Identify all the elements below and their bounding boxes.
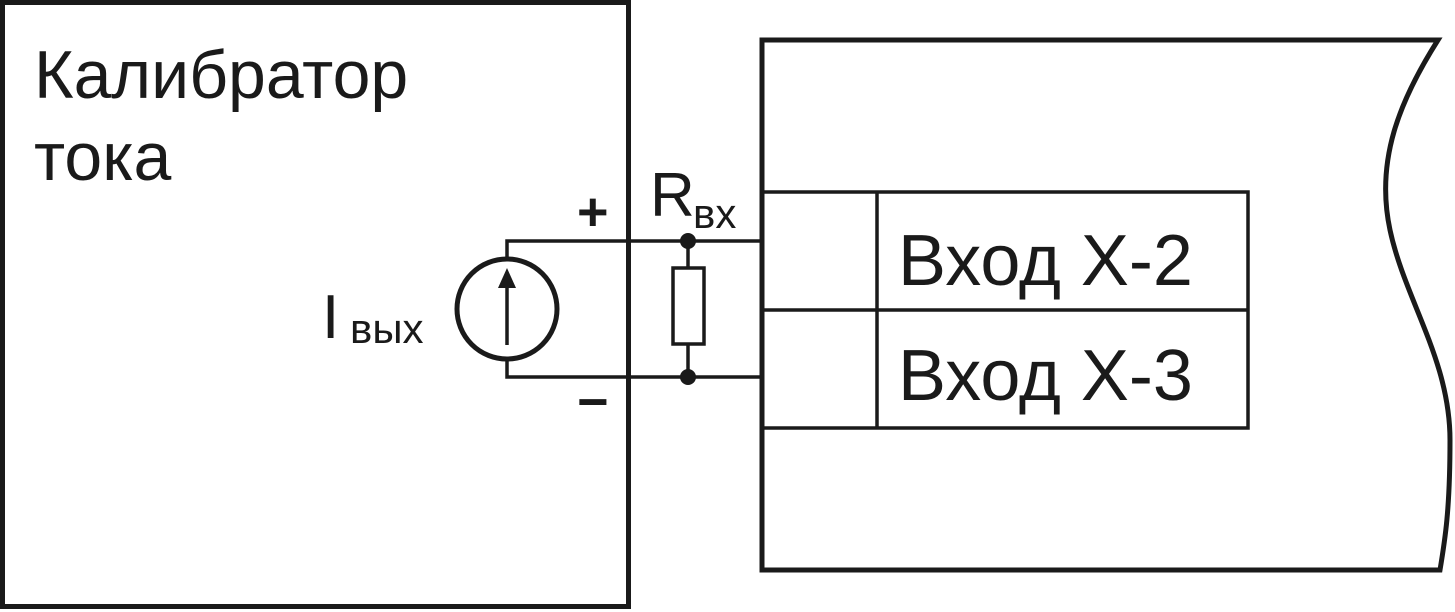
input-label-x3: Вход Х-3: [898, 336, 1193, 416]
wire-negative: [505, 359, 762, 379]
calibrator-box: [0, 0, 631, 609]
resistor-icon: [671, 241, 706, 377]
device-box: [759, 37, 1453, 573]
input-label-x2: Вход Х-2: [898, 221, 1193, 301]
calibrator-title-line1: Калибратор: [34, 37, 408, 113]
wire-positive: [505, 239, 762, 259]
calibrator-title-line2: тока: [34, 119, 171, 195]
terminal-block: [760, 190, 1250, 430]
minus-sign: −: [577, 372, 609, 432]
source-label: I вых: [322, 283, 424, 352]
resistor-label: R вх: [650, 161, 736, 237]
plus-sign: +: [577, 182, 609, 242]
current-source-icon: [454, 256, 560, 362]
